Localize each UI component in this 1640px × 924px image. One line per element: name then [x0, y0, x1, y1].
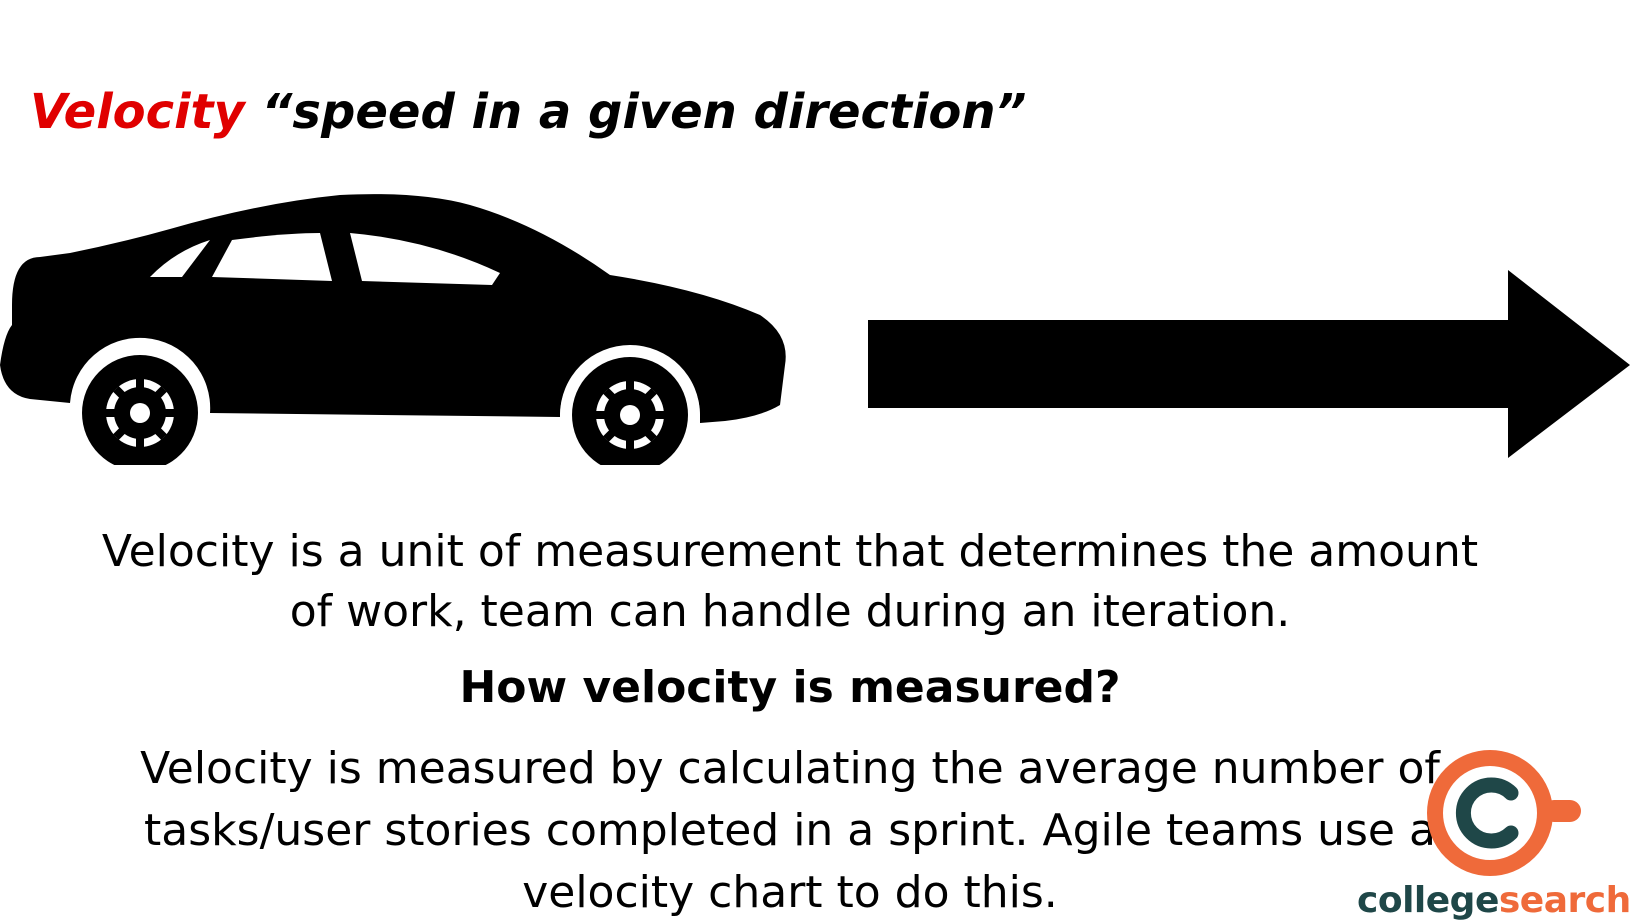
- measurement-explanation: Velocity is measured by calculating the …: [140, 743, 1440, 918]
- heading-keyword: Velocity: [30, 84, 245, 140]
- collegesearch-logo: collegesearch: [1345, 748, 1640, 924]
- logo-wordmark-part2: search: [1498, 880, 1631, 921]
- slide-heading: Velocity “speed in a given direction”: [30, 82, 1026, 142]
- measurement-subheading: How velocity is measured?: [459, 662, 1121, 713]
- velocity-definition: Velocity is a unit of measurement that d…: [101, 526, 1479, 637]
- logo-wordmark: collegesearch: [1357, 881, 1631, 921]
- logo-wordmark-part1: college: [1357, 880, 1499, 921]
- right-arrow-icon: [868, 270, 1630, 458]
- car-icon: [0, 194, 786, 465]
- heading-definition-quote: “speed in a given direction”: [261, 84, 1027, 140]
- logo-mark-icon: [1427, 750, 1581, 876]
